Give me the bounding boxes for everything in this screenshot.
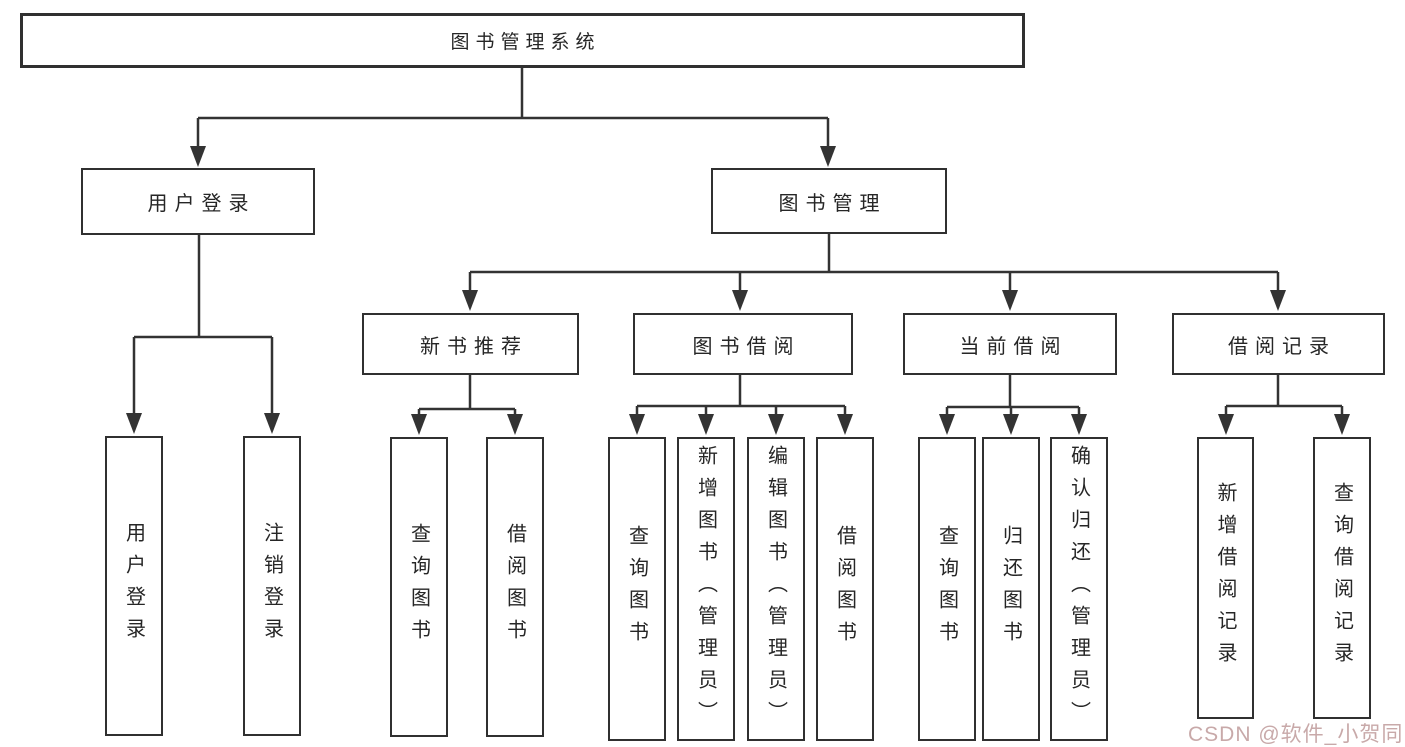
leaf-query-borrow-record: 查询借阅记录 bbox=[1313, 437, 1371, 719]
leaf-confirm-return-admin: 确认归还（管理员） bbox=[1050, 437, 1108, 741]
node-borrowing-records: 借阅记录 bbox=[1172, 313, 1385, 375]
leaf-return-books: 归还图书 bbox=[982, 437, 1040, 741]
leaf-borrowing-borrow-books: 借阅图书 bbox=[816, 437, 874, 741]
leaf-newbook-borrow-books: 借阅图书 bbox=[486, 437, 544, 737]
leaf-borrowing-query-books: 查询图书 bbox=[608, 437, 666, 741]
leaf-add-books-admin: 新增图书（管理员） bbox=[677, 437, 735, 741]
node-book-borrowing: 图书借阅 bbox=[633, 313, 853, 375]
leaf-logout: 注销登录 bbox=[243, 436, 301, 736]
leaf-edit-books-admin: 编辑图书（管理员） bbox=[747, 437, 805, 741]
node-current-borrowing: 当前借阅 bbox=[903, 313, 1117, 375]
node-new-book-recommend: 新书推荐 bbox=[362, 313, 579, 375]
leaf-user-login: 用户登录 bbox=[105, 436, 163, 736]
arrowheads bbox=[126, 146, 1350, 435]
node-user-login: 用户登录 bbox=[81, 168, 315, 235]
node-root-system: 图书管理系统 bbox=[20, 13, 1025, 68]
leaf-add-borrow-record: 新增借阅记录 bbox=[1197, 437, 1254, 719]
leaf-newbook-query-books: 查询图书 bbox=[390, 437, 448, 737]
leaf-current-query-books: 查询图书 bbox=[918, 437, 976, 741]
node-book-management: 图书管理 bbox=[711, 168, 947, 234]
